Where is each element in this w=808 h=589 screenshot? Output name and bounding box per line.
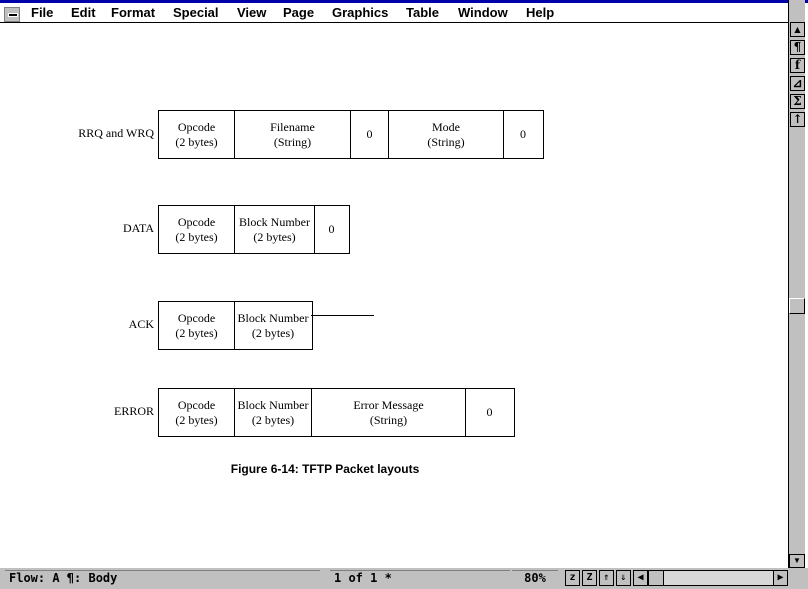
field-text: (2 bytes) xyxy=(253,229,296,244)
connector-line xyxy=(311,315,374,316)
packet-error: Opcode(2 bytes)Block Number(2 bytes)Erro… xyxy=(158,388,515,437)
horizontal-scrollbar-thumb[interactable] xyxy=(649,571,664,585)
horizontal-scrollbar[interactable] xyxy=(648,570,774,586)
packet-field: 0 xyxy=(466,389,513,436)
vertical-scrollbar-thumb[interactable] xyxy=(789,298,805,314)
packet-field: Mode(String) xyxy=(389,111,504,158)
right-toolbar: ▲ ¶ f ⊿ Σ ↑ xyxy=(788,0,805,568)
field-text: 0 xyxy=(328,222,335,236)
menu-table[interactable]: Table xyxy=(406,5,439,20)
packet-field: Block Number(2 bytes) xyxy=(235,389,312,436)
field-text: 0 xyxy=(366,127,373,141)
packet-label: RRQ and WRQ xyxy=(78,126,154,140)
field-text: (2 bytes) xyxy=(175,412,218,427)
field-text: Block Number xyxy=(239,214,310,229)
menu-help[interactable]: Help xyxy=(526,5,555,20)
field-text: (2 bytes) xyxy=(251,325,295,340)
zoom-in-button[interactable]: Z xyxy=(582,570,597,586)
field-text: Error Message xyxy=(353,397,424,412)
packet-field: Block Number(2 bytes) xyxy=(235,302,311,349)
scroll-up-button[interactable]: ▲ xyxy=(790,22,805,37)
field-text: Mode xyxy=(432,119,460,134)
title-bar xyxy=(0,0,808,3)
flow-status: Flow: A ¶: Body xyxy=(5,570,320,586)
page-down-button[interactable]: ⇓ xyxy=(616,570,631,586)
field-text: (String) xyxy=(273,134,312,149)
field-text: (2 bytes) xyxy=(251,412,295,427)
field-text: (2 bytes) xyxy=(175,134,218,149)
packet-field: Error Message(String) xyxy=(312,389,466,436)
menu-special[interactable]: Special xyxy=(173,5,219,20)
packet-label: DATA xyxy=(122,221,154,235)
menu-format[interactable]: Format xyxy=(111,5,156,20)
packet-label: ERROR xyxy=(113,404,154,418)
scroll-down-button[interactable]: ▼ xyxy=(789,554,805,568)
menu-view[interactable]: View xyxy=(237,5,267,20)
menu-window[interactable]: Window xyxy=(458,5,508,20)
field-text: Block Number xyxy=(237,397,309,412)
packet-field: Opcode(2 bytes) xyxy=(159,111,235,158)
packet-field: Opcode(2 bytes) xyxy=(159,206,235,253)
page-up-button[interactable]: ⇑ xyxy=(599,570,614,586)
field-text: Filename xyxy=(270,119,315,134)
packet-field: 0 xyxy=(315,206,348,253)
packet-data: Opcode(2 bytes)Block Number(2 bytes)0 xyxy=(158,205,350,254)
scroll-left-button[interactable]: ◀ xyxy=(633,570,648,586)
system-menu-button[interactable] xyxy=(4,7,20,22)
page-status: 1 of 1 * xyxy=(330,570,510,586)
field-text: Opcode xyxy=(177,214,216,229)
zoom-level[interactable]: 80% xyxy=(512,570,558,586)
menu-file[interactable]: File xyxy=(31,5,54,20)
field-text: (String) xyxy=(369,412,408,427)
menu-bar: File Edit Format Special View Page Graphics Tab… xyxy=(0,3,788,23)
paragraph-icon[interactable]: ¶ xyxy=(790,40,805,55)
packet-field: Filename(String) xyxy=(235,111,351,158)
field-text: Opcode xyxy=(177,397,216,412)
packet-ack: Opcode(2 bytes)Block Number(2 bytes) xyxy=(158,301,313,350)
packet-field: Opcode(2 bytes) xyxy=(159,302,235,349)
triangle-icon[interactable]: ⊿ xyxy=(790,76,805,91)
field-text: Block Number xyxy=(237,310,309,325)
field-text: (2 bytes) xyxy=(175,229,218,244)
packet-field: Block Number(2 bytes) xyxy=(235,206,315,253)
zoom-out-button[interactable]: z xyxy=(565,570,580,586)
packet-field: Opcode(2 bytes) xyxy=(159,389,235,436)
function-icon[interactable]: f xyxy=(790,58,805,73)
packet-field: 0 xyxy=(351,111,389,158)
field-text: 0 xyxy=(486,405,493,419)
field-text: (String) xyxy=(427,134,465,149)
figure-caption: Figure 6-14: TFTP Packet layouts xyxy=(230,462,420,476)
packet-field: 0 xyxy=(504,111,542,158)
menu-page[interactable]: Page xyxy=(283,5,315,20)
packet-label: ACK xyxy=(128,317,154,331)
field-text: Opcode xyxy=(177,119,216,134)
arrow-up-icon[interactable]: ↑ xyxy=(790,112,805,127)
scroll-right-button[interactable]: ▶ xyxy=(773,570,788,586)
field-text: Opcode xyxy=(177,310,216,325)
menu-edit[interactable]: Edit xyxy=(71,5,96,20)
menu-graphics[interactable]: Graphics xyxy=(332,5,389,20)
field-text: 0 xyxy=(520,127,526,141)
sigma-icon[interactable]: Σ xyxy=(790,94,805,109)
field-text: (2 bytes) xyxy=(175,325,218,340)
